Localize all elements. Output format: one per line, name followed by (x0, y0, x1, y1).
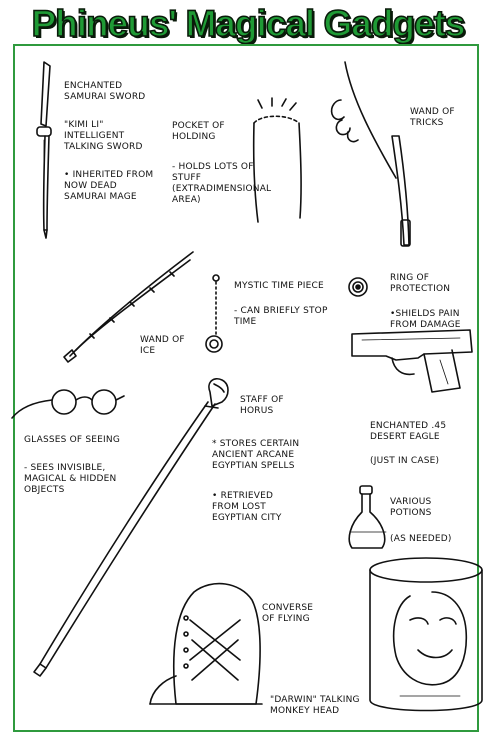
page-title: Phineus' Magical Gadgets (31, 2, 467, 45)
gun-detail: (Just in case) (370, 456, 440, 466)
monkey-note: "Darwin" Talking Monkey Head (270, 684, 366, 728)
glasses-name: Glasses of Seeing (24, 435, 121, 445)
ring-detail: •Shields pain from damage (390, 309, 461, 330)
pocket-name: Pocket of Holding (172, 121, 225, 142)
staff-detail: * Stores certain ancient arcane Egyptian… (212, 439, 300, 471)
potions-detail: (As needed) (390, 534, 452, 544)
gun-note: Enchanted .45 Desert Eagle (Just in case… (370, 410, 478, 478)
glasses-detail: - Sees invisible, magical & hidden objec… (24, 463, 117, 495)
glasses-note: Glasses of Seeing - Sees invisible, magi… (24, 424, 134, 507)
content-frame (13, 44, 479, 732)
wand-tricks-name: Wand of Tricks (410, 107, 455, 128)
staff-of-horus-icon (34, 379, 228, 676)
sword-note: Enchanted Samurai Sword "Kimi Li" Intell… (64, 70, 154, 214)
timepiece-note: Mystic Time Piece - Can briefly stop tim… (234, 270, 330, 339)
shoes-note: Converse of Flying (262, 592, 326, 636)
ring-note: Ring of Protection •Shields pain from da… (390, 262, 476, 342)
wand-tricks-note: Wand of Tricks (410, 96, 466, 140)
staff-note: * Stores certain ancient arcane Egyptian… (212, 428, 302, 535)
sword-name: Enchanted Samurai Sword (64, 81, 146, 102)
samurai-sword-icon (37, 62, 51, 238)
wand-of-tricks-icon (332, 62, 410, 246)
pocket-of-holding-icon (254, 98, 301, 222)
ring-of-protection-icon (349, 278, 367, 296)
staff-origin: • Retrieved from lost Egyptian city (212, 491, 282, 523)
gun-name: Enchanted .45 Desert Eagle (370, 421, 447, 442)
staff-note-title: Staff of Horus (240, 384, 304, 428)
timepiece-detail: - Can briefly stop time (234, 306, 328, 327)
monkey-head-jar-icon (370, 558, 482, 711)
glasses-of-seeing-icon (12, 390, 124, 418)
converse-shoe-icon (150, 584, 262, 704)
sword-origin: • Inherited from now dead samurai mage (64, 170, 154, 202)
wand-ice-note: Wand of Ice (140, 324, 200, 368)
monkey-name: "Darwin" Talking Monkey Head (270, 695, 360, 716)
potions-name: Various Potions (390, 497, 432, 518)
sword-detail: "Kimi Li" Intelligent Talking Sword (64, 120, 143, 152)
potions-note: Various Potions (As needed) (390, 486, 474, 556)
potion-flask-icon (349, 486, 386, 548)
desert-eagle-pistol-icon (352, 330, 472, 392)
mystic-time-piece-icon (206, 275, 222, 352)
pocket-note: Pocket of Holding - Holds lots of stuff … (172, 110, 272, 217)
shoes-name: Converse of Flying (262, 603, 314, 624)
pocket-detail: - Holds lots of stuff (extradimensional … (172, 162, 272, 205)
wand-of-ice-icon (64, 252, 193, 362)
staff-name: Staff of Horus (240, 395, 284, 416)
ring-name: Ring of Protection (390, 273, 451, 294)
timepiece-name: Mystic Time Piece (234, 281, 324, 291)
wand-ice-name: Wand of Ice (140, 335, 185, 356)
